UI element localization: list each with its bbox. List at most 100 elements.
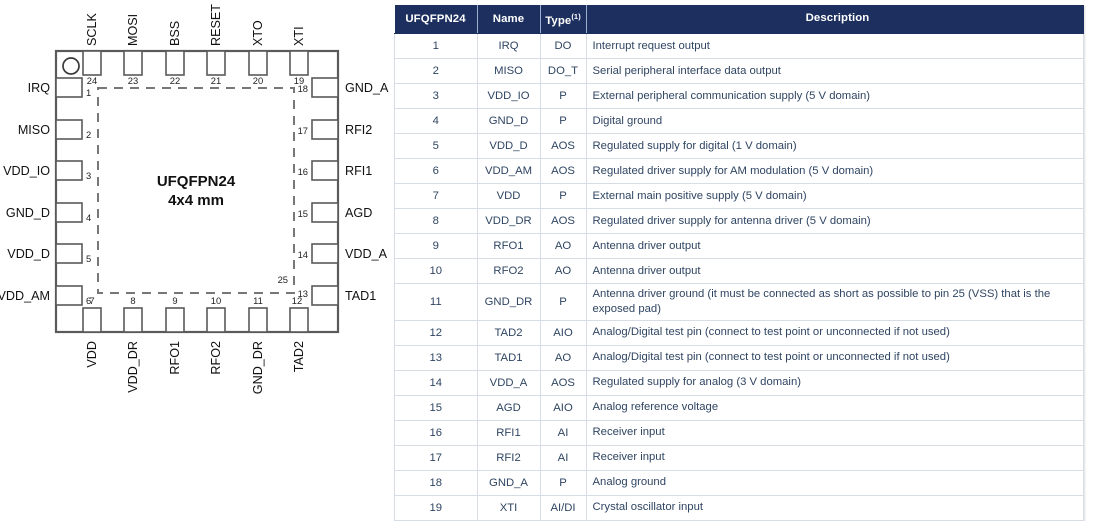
cell-pin-number: 18 <box>394 470 478 496</box>
cell-pin-name: VDD_IO <box>477 83 541 109</box>
cell-pin-type: P <box>540 183 587 209</box>
cell-pin-number: 4 <box>394 108 478 134</box>
part-label-line2: 4x4 mm <box>168 192 224 209</box>
pin-3: 3 VDD_IO <box>3 160 91 181</box>
cell-pin-number: 3 <box>394 83 478 109</box>
pin-3-number: 3 <box>86 170 91 181</box>
pin-5: 5 VDD_D <box>7 243 91 264</box>
pin-13-number: 13 <box>298 288 308 299</box>
pin-11-label: GND_DR <box>251 341 265 394</box>
cell-pin-description: Analog ground <box>586 470 1084 496</box>
pin-6-label: VDD_AM <box>0 289 50 303</box>
cell-pin-number: 15 <box>394 395 478 421</box>
cell-pin-description: Serial peripheral interface data output <box>586 58 1084 84</box>
cell-pin-name: VDD_A <box>477 370 541 396</box>
header-row: UFQFPN24 Name Type(1) Description <box>394 5 1084 34</box>
cell-pin-number: 12 <box>394 320 478 346</box>
left-pins-group: 1 IRQ 2 MISO 3 VDD_IO 4 GND_D 5 VDD_ <box>0 77 91 306</box>
pin-7-label: VDD <box>85 341 99 368</box>
cell-pin-type: AOS <box>540 133 587 159</box>
cell-pin-name: GND_DR <box>477 283 541 321</box>
cell-pin-name: IRQ <box>477 33 541 59</box>
pin-24: 24 SCLK <box>82 13 102 86</box>
pin-18-label: GND_A <box>345 81 389 95</box>
cell-pin-name: TAD2 <box>477 320 541 346</box>
cell-pin-description: Interrupt request output <box>586 33 1084 59</box>
cell-pin-number: 5 <box>394 133 478 159</box>
pin-22-number: 22 <box>170 75 180 86</box>
cell-pin-type: AO <box>540 258 587 284</box>
pin-24-number: 24 <box>87 75 97 86</box>
cell-pin-name: XTI <box>477 495 541 521</box>
pin-11: 11 GND_DR <box>248 295 268 394</box>
pin-18-number: 18 <box>298 83 308 94</box>
cell-pin-type: AOS <box>540 370 587 396</box>
cell-pin-name: VDD_AM <box>477 158 541 184</box>
header-name: Name <box>477 5 541 34</box>
cell-pin-type: AOS <box>540 158 587 184</box>
pin-6-number: 6 <box>86 295 91 306</box>
cell-pin-description: Digital ground <box>586 108 1084 134</box>
pin-12: 12 TAD2 <box>289 295 309 372</box>
pin-7: 7 VDD <box>82 295 102 368</box>
pin-14: 14 VDD_A <box>298 243 388 264</box>
cell-pin-name: VDD_D <box>477 133 541 159</box>
cell-pin-number: 9 <box>394 233 478 259</box>
pin-1-label: IRQ <box>28 81 51 95</box>
pin-13-label: TAD1 <box>345 289 376 303</box>
cell-pin-name: RFO1 <box>477 233 541 259</box>
pin-19: 19 XTI <box>289 26 309 86</box>
pin-10-number: 10 <box>211 295 221 306</box>
table-header: UFQFPN24 Name Type(1) Description <box>394 5 1084 34</box>
cell-pin-number: 17 <box>394 445 478 471</box>
pin-23-number: 23 <box>128 75 138 86</box>
pin1-dot-icon <box>62 57 80 75</box>
cell-pin-type: AI <box>540 420 587 446</box>
cell-pin-name: VDD <box>477 183 541 209</box>
pin-24-label: SCLK <box>85 13 99 46</box>
cell-pin-description: Regulated supply for analog (3 V domain) <box>586 370 1084 396</box>
pin-9: 9 RFO1 <box>165 295 185 375</box>
cell-pin-type: AO <box>540 345 587 371</box>
cell-pin-number: 19 <box>394 495 478 521</box>
cell-pin-name: RFI1 <box>477 420 541 446</box>
pin-23-label: MOSI <box>126 14 140 46</box>
cell-pin-description: External main positive supply (5 V domai… <box>586 183 1084 209</box>
pin-14-label: VDD_A <box>345 247 388 261</box>
cell-pin-description: Analog/Digital test pin (connect to test… <box>586 345 1084 371</box>
exposed-pad-outline <box>97 87 295 294</box>
pin-12-label: TAD2 <box>292 341 306 372</box>
header-type-text: Type <box>545 14 572 27</box>
pin-21-number: 21 <box>211 75 221 86</box>
header-pin-number: UFQFPN24 <box>394 5 478 34</box>
cell-pin-name: GND_A <box>477 470 541 496</box>
cell-pin-type: P <box>540 470 587 496</box>
pin-21: 21 RESET <box>206 4 226 86</box>
cell-pin-description: Analog/Digital test pin (connect to test… <box>586 320 1084 346</box>
cell-pin-description: Antenna driver output <box>586 233 1084 259</box>
cell-pin-type: P <box>540 83 587 109</box>
header-description: Description <box>586 5 1084 34</box>
pin-12-number: 12 <box>292 295 302 306</box>
pin-4-number: 4 <box>86 212 91 223</box>
cell-pin-number: 14 <box>394 370 478 396</box>
pin-8-label: VDD_DR <box>126 341 140 393</box>
cell-pin-name: AGD <box>477 395 541 421</box>
pin-8-number: 8 <box>130 295 135 306</box>
pin-15-label: AGD <box>345 206 372 220</box>
